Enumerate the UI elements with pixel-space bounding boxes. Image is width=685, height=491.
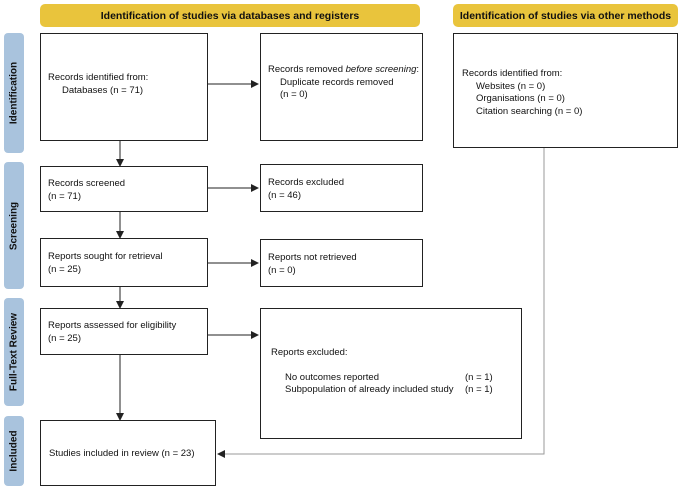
box-records-removed: Records removed before screening: Duplic… [260, 33, 423, 141]
stage-included: Included [4, 416, 24, 486]
screened-line2: (n = 71) [48, 190, 82, 202]
not-retrieved-line2: (n = 0) [268, 264, 296, 276]
exclusion-reason-label: No outcomes reported [285, 371, 379, 383]
not-retrieved-line1: Reports not retrieved [268, 252, 357, 263]
other-line2: Websites (n = 0) [476, 80, 546, 92]
identified-line2: Databases (n = 71) [62, 84, 144, 96]
sought-line1: Reports sought for retrieval [48, 251, 163, 262]
box-reports-sought: Reports sought for retrieval (n = 25) [40, 238, 208, 287]
removed-line2: Duplicate records removed [280, 76, 394, 88]
removed-line3: (n = 0) [280, 89, 308, 100]
exclusion-reason-row: Subpopulation of already included study … [271, 384, 516, 397]
box-reports-assessed: Reports assessed for eligibility (n = 25… [40, 308, 208, 355]
box-studies-included: Studies included in review (n = 23) [40, 420, 216, 486]
box-records-screened: Records screened (n = 71) [40, 166, 208, 212]
box-records-excluded: Records excluded (n = 46) [260, 164, 423, 212]
excluded-line1: Records excluded [268, 177, 345, 188]
header-databases: Identification of studies via databases … [40, 4, 420, 27]
removed-emphasis: before screening [345, 64, 417, 75]
exclusion-reason-count: (n = 1) [465, 384, 493, 395]
stage-full-text: Full-Text Review [4, 298, 24, 406]
assessed-line2: (n = 25) [48, 332, 82, 344]
other-line3: Organisations (n = 0) [476, 93, 565, 104]
box-other-methods: Records identified from: Websites (n = 0… [453, 33, 678, 148]
box-records-identified: Records identified from: Databases (n = … [40, 33, 208, 141]
box-reports-excluded: Reports excluded: No outcomes reported (… [260, 308, 522, 439]
excluded-line2: (n = 46) [268, 189, 302, 201]
sought-line2: (n = 25) [48, 263, 82, 275]
identified-line1: Records identified from: [48, 72, 149, 83]
removed-pre: Records removed [268, 64, 346, 75]
header-other-methods: Identification of studies via other meth… [453, 4, 678, 27]
exclusion-reason-count: (n = 1) [465, 371, 493, 383]
exclusion-reason-label: Subpopulation of already included study [285, 384, 454, 395]
assessed-line1: Reports assessed for eligibility [48, 320, 177, 331]
reports-excluded-title: Reports excluded: [271, 347, 348, 358]
header-databases-label: Identification of studies via databases … [100, 9, 360, 22]
exclusion-reason-row: No outcomes reported (n = 1) [271, 372, 516, 385]
header-other-label: Identification of studies via other meth… [459, 9, 672, 22]
other-methods-connector [217, 148, 545, 458]
stage-screening: Screening [4, 162, 24, 289]
removed-post: : [416, 64, 420, 75]
screened-line1: Records screened [48, 178, 126, 189]
stage-identification: Identification [4, 33, 24, 153]
other-line1: Records identified from: [462, 68, 563, 79]
box-reports-not-retrieved: Reports not retrieved (n = 0) [260, 239, 423, 287]
included-line1: Studies included in review (n = 23) [49, 448, 195, 459]
other-line4: Citation searching (n = 0) [476, 105, 583, 117]
